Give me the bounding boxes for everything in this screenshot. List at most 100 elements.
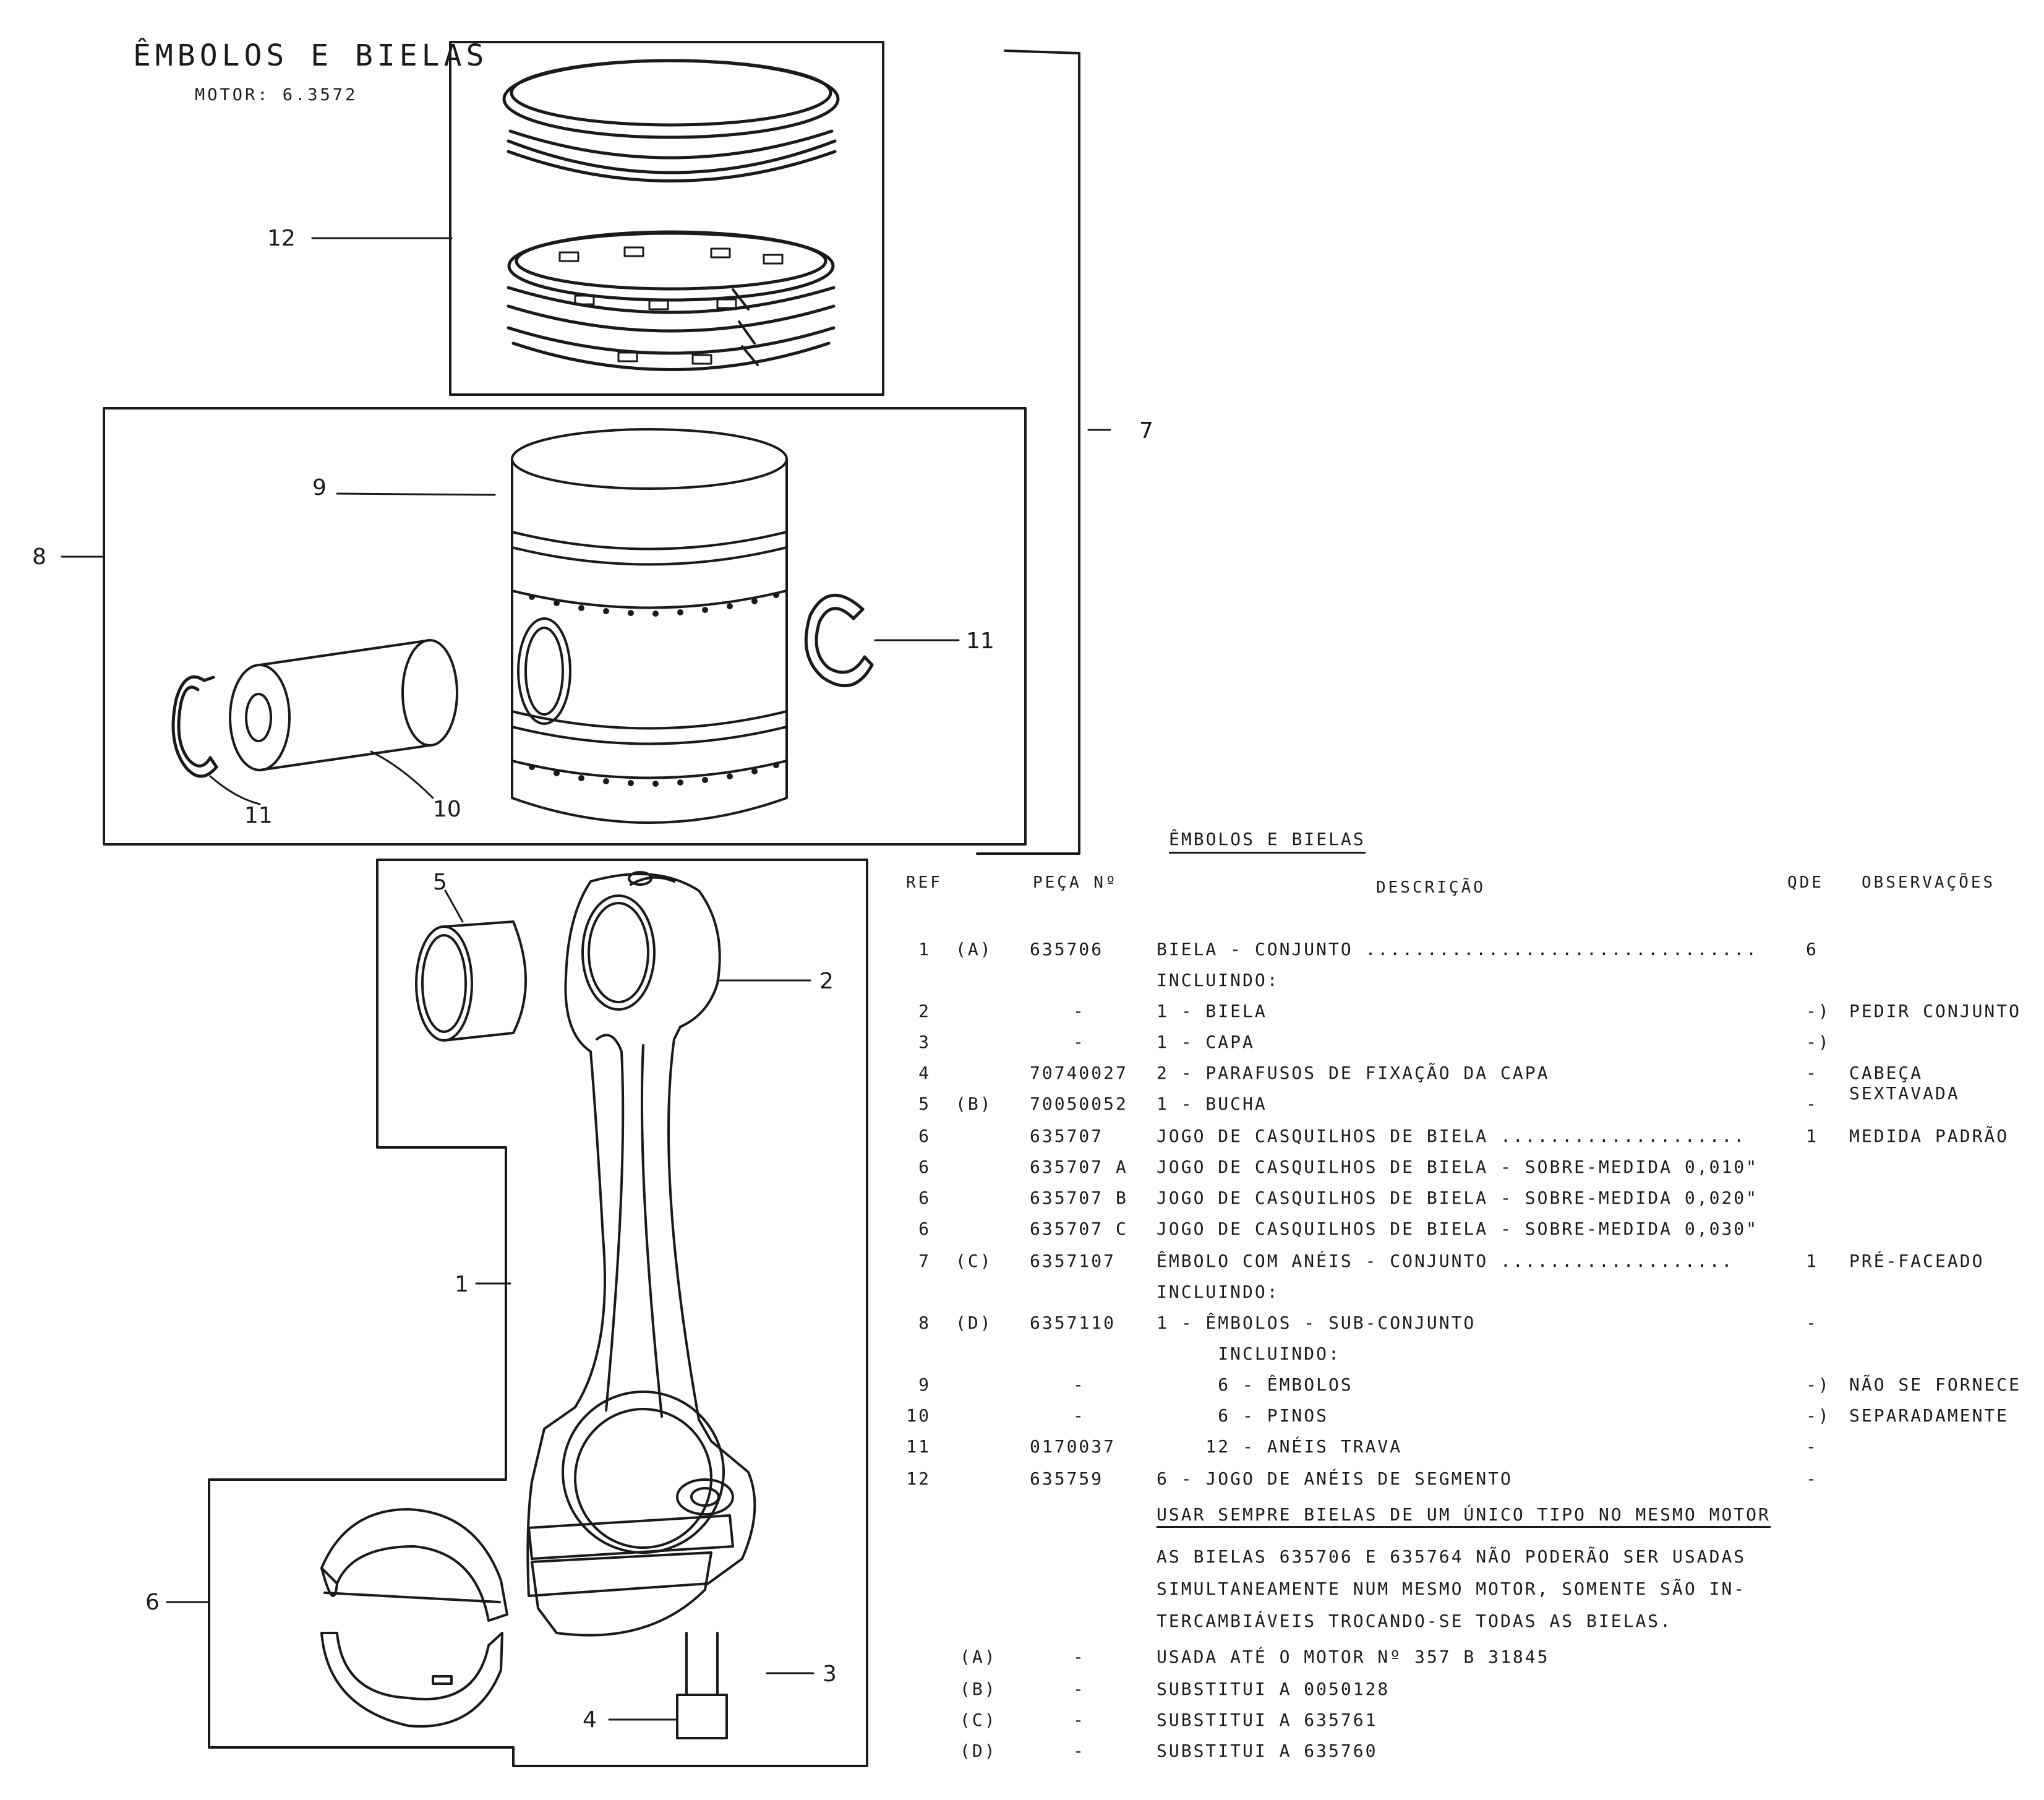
cell-qty: 6	[1806, 939, 1818, 959]
cell-desc: 12 - ANÉIS TRAVA	[1157, 1436, 1403, 1457]
cell-qty: -)	[1806, 1374, 1831, 1395]
table-row: 1 (A) 635706 BIELA - CONJUNTO ..........…	[0, 939, 2044, 970]
table-row: 6 635707 JOGO DE CASQUILHOS DE BIELA ...…	[0, 1126, 2044, 1157]
cell-part: 635707 B	[1030, 1188, 1128, 1208]
cell-desc: 6 - PINOS	[1157, 1405, 1329, 1426]
footnote-row: (A) - USADA ATÉ O MOTOR Nº 357 B 31845	[0, 1647, 2044, 1678]
table-row: 12 635759 6 - JOGO DE ANÉIS DE SEGMENTO …	[0, 1468, 2044, 1499]
callout-leader-9	[336, 492, 496, 496]
footnote-ref: (C)	[960, 1710, 997, 1730]
cell-part: 635707 C	[1030, 1219, 1128, 1239]
piston-rings-drawing	[502, 59, 840, 371]
table-row: 6 635707 C JOGO DE CASQUILHOS DE BIELA -…	[0, 1219, 2044, 1249]
callout-leader-10	[370, 750, 434, 799]
footnote-desc: SUBSTITUI A 0050128	[1157, 1679, 1390, 1699]
cell-desc: ÊMBOLO COM ANÉIS - CONJUNTO ............…	[1157, 1251, 1734, 1271]
callout-5: 5	[433, 870, 447, 895]
cell-ref: 10	[906, 1405, 931, 1426]
header-ref: REF	[906, 873, 943, 892]
footnote-row: (C) - SUBSTITUI A 635761	[0, 1710, 2044, 1741]
footnote-part: -	[1073, 1710, 1085, 1730]
cell-part: -	[1073, 1032, 1085, 1052]
cell-qty: -	[1806, 1436, 1818, 1457]
cell-part: 635707	[1030, 1126, 1104, 1146]
circlip-right-drawing	[804, 593, 874, 688]
footnote-desc: SUBSTITUI A 635760	[1157, 1741, 1378, 1761]
callout-6: 6	[145, 1590, 160, 1615]
connecting-rod-drawing	[526, 871, 756, 1739]
footnote-desc: SUBSTITUI A 635761	[1157, 1710, 1378, 1730]
bearing-shells-drawing	[320, 1508, 508, 1728]
cell-obs: SEPARADAMENTE	[1849, 1405, 2009, 1426]
piston-pin-drawing	[229, 639, 458, 771]
cell-ref: 6	[918, 1219, 931, 1239]
footnote-desc: USADA ATÉ O MOTOR Nº 357 B 31845	[1157, 1647, 1550, 1667]
cell-ref: 7	[918, 1251, 931, 1271]
table-row: 4 70740027 2 - PARAFUSOS DE FIXAÇÃO DA C…	[0, 1063, 2044, 1104]
callout-8: 8	[32, 544, 46, 570]
table-row: 9 - 6 - ÊMBOLOS -) NÃO SE FORNECE	[0, 1374, 2044, 1405]
table-row: 8 (D) 6357110 1 - ÊMBOLOS - SUB-CONJUNTO…	[0, 1313, 2044, 1344]
callout-1: 1	[455, 1272, 469, 1297]
cell-obs: PEDIR CONJUNTO	[1849, 1001, 2022, 1021]
table-row: 7 (C) 6357107 ÊMBOLO COM ANÉIS - CONJUNT…	[0, 1251, 2044, 1282]
cell-qty: -)	[1806, 1405, 1831, 1426]
cell-desc: JOGO DE CASQUILHOS DE BIELA ............…	[1157, 1126, 1747, 1146]
cell-obs: MEDIDA PADRÃO	[1849, 1126, 2009, 1146]
footnote-part: -	[1073, 1679, 1085, 1699]
cell-desc: 2 - PARAFUSOS DE FIXAÇÃO DA CAPA	[1157, 1063, 1550, 1083]
bushing-drawing	[415, 920, 527, 1042]
cell-ref: 4	[918, 1063, 931, 1083]
table-row: 2 - 1 - BIELA -) PEDIR CONJUNTO	[0, 1001, 2044, 1032]
header-obs: OBSERVAÇÕES	[1862, 873, 1996, 892]
footnote-row: (B) - SUBSTITUI A 0050128	[0, 1679, 2044, 1710]
cell-qty: 1	[1806, 1126, 1818, 1146]
cell-qty: -	[1806, 1094, 1818, 1114]
cell-desc: 1 - ÊMBOLOS - SUB-CONJUNTO	[1157, 1313, 1476, 1333]
table-row: INCLUINDO:	[0, 1282, 2044, 1313]
footnote-ref: (B)	[960, 1679, 997, 1699]
circlip-left-drawing	[171, 675, 218, 778]
cell-note: (B)	[956, 1094, 993, 1114]
cell-ref: 6	[918, 1188, 931, 1208]
cell-desc: JOGO DE CASQUILHOS DE BIELA - SOBRE-MEDI…	[1157, 1188, 1759, 1208]
cell-ref: 12	[906, 1468, 931, 1489]
cell-obs: CABEÇA SEXTAVADA	[1849, 1063, 1960, 1104]
cell-ref: 8	[918, 1313, 931, 1333]
piston-drawing	[511, 428, 788, 824]
table-row: INCLUINDO:	[0, 970, 2044, 1001]
piston-assembly-bracket	[976, 49, 1080, 855]
footnote-row: (D) - SUBSTITUI A 635760	[0, 1741, 2044, 1772]
cell-part: -	[1073, 1405, 1085, 1426]
cell-desc: INCLUINDO:	[1157, 1344, 1341, 1364]
cell-ref: 2	[918, 1001, 931, 1021]
note-paragraph-line: SIMULTANEAMENTE NUM MESMO MOTOR, SOMENTE…	[1157, 1579, 1747, 1599]
cell-qty: -)	[1806, 1032, 1831, 1052]
cell-desc: 6 - ÊMBOLOS	[1157, 1374, 1353, 1395]
table-title: ÊMBOLOS E BIELAS	[1169, 829, 1366, 854]
cell-obs: PRÉ-FACEADO	[1849, 1251, 1985, 1271]
cell-qty: 1	[1806, 1251, 1818, 1271]
cell-part: -	[1073, 1374, 1085, 1395]
cell-part: 635707 A	[1030, 1157, 1128, 1177]
cell-ref: 5	[918, 1094, 931, 1114]
footnote-part: -	[1073, 1647, 1085, 1667]
cell-part: 635706	[1030, 939, 1104, 959]
cell-ref: 11	[906, 1436, 931, 1457]
callout-2: 2	[819, 969, 834, 994]
table-row: 3 - 1 - CAPA -)	[0, 1032, 2044, 1063]
piston-rings-frame	[449, 41, 884, 396]
cell-part: 0170037	[1030, 1436, 1116, 1457]
cell-part: 6357107	[1030, 1251, 1116, 1271]
cell-desc: JOGO DE CASQUILHOS DE BIELA - SOBRE-MEDI…	[1157, 1219, 1759, 1239]
cell-ref: 1	[918, 939, 931, 959]
cell-part: 6357110	[1030, 1313, 1116, 1333]
cell-ref: 9	[918, 1374, 931, 1395]
cell-note: (A)	[956, 939, 993, 959]
cell-part: 70740027	[1030, 1063, 1128, 1083]
callout-4: 4	[583, 1707, 597, 1733]
warning-note: USAR SEMPRE BIELAS DE UM ÚNICO TIPO NO M…	[1157, 1504, 1771, 1528]
cell-qty: -	[1806, 1468, 1818, 1489]
cell-qty: -	[1806, 1063, 1818, 1083]
callout-12: 12	[267, 226, 296, 251]
